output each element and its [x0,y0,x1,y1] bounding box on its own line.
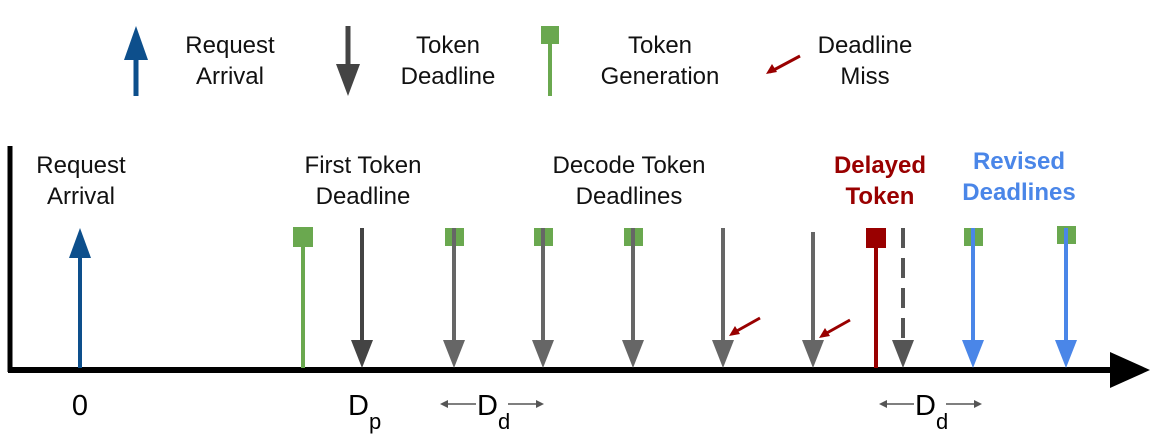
legend-request-arrival-line-1: Request [185,32,275,59]
legend-deadline-miss-line-2: Miss [840,63,890,91]
axis-dp-label: Dp [348,390,381,434]
legend-deadline-arrow-icon [336,26,360,96]
legend-deadline-miss-line-1: Deadline [817,32,913,59]
delayed-token-line-2: Token [845,183,915,211]
legend-token-deadline-label: Token Deadline [388,30,508,92]
first-token-deadline-arrow [351,228,373,368]
legend-token-generation-line-2: Generation [600,63,720,91]
delayed-token-line-1: Delayed [833,152,927,179]
decode-deadline-arrow-3 [622,228,644,368]
first-token-deadline-line-1: First Token [304,152,422,179]
axis-dd-label-1: Dd [477,390,510,434]
dd-spacing-indicator-1 [440,400,544,408]
legend-token-deadline-line-2: Deadline [400,63,496,91]
revised-deadline-arrow-2 [1055,226,1077,368]
axis-dp-sub: p [369,409,381,434]
axis-dd2-main: D [915,390,936,422]
axis-dp-main: D [348,390,369,422]
revised-deadlines-line-2: Deadlines [962,179,1076,207]
first-token-generation-marker [293,227,313,368]
revised-deadlines-label: Revised Deadlines [945,146,1093,208]
axis-dd1-sub: d [498,409,510,434]
legend-miss-arrow-icon [766,54,801,74]
legend-arrival-arrow-icon [124,26,148,96]
timeline-axis [7,146,1150,388]
first-token-deadline-line-2: Deadline [315,183,411,211]
revised-deadline-arrow-1 [962,228,984,368]
decode-deadline-arrow-4-missed [712,228,761,368]
delayed-token-label: Delayed Token [815,150,945,212]
request-arrival-label: Request Arrival [20,150,142,212]
axis-dd2-sub: d [936,409,948,434]
request-arrival-line-2: Arrival [46,183,115,211]
decode-deadline-arrow-2 [532,228,554,368]
decode-deadline-arrow-1 [443,228,465,368]
legend-request-arrival-line-2: Arrival [195,63,264,91]
decode-deadline-arrow-5-missed [802,232,851,368]
legend-generation-marker-icon [541,26,559,96]
legend-token-generation-label: Token Generation [580,30,740,92]
axis-zero-label: 0 [72,390,88,422]
original-deadline-dashed-arrow [892,228,914,368]
legend-token-deadline-line-1: Token [415,32,481,59]
request-arrival-arrow [69,228,91,368]
legend-token-generation-line-1: Token [627,32,693,59]
first-token-deadline-label: First Token Deadline [282,150,444,212]
delayed-token-marker [866,228,886,368]
decode-token-deadlines-line-2: Deadlines [575,183,683,211]
decode-token-deadlines-line-1: Decode Token [552,152,706,179]
legend [124,26,801,96]
legend-deadline-miss-label: Deadline Miss [800,30,930,92]
dd-spacing-indicator-2 [879,400,982,408]
revised-deadlines-line-1: Revised [972,148,1066,175]
decode-token-deadlines-label: Decode Token Deadlines [524,150,734,212]
axis-dd1-main: D [477,390,498,422]
axis-dd-label-2: Dd [915,390,948,434]
legend-request-arrival-label: Request Arrival [170,30,290,92]
request-arrival-line-1: Request [36,152,126,179]
